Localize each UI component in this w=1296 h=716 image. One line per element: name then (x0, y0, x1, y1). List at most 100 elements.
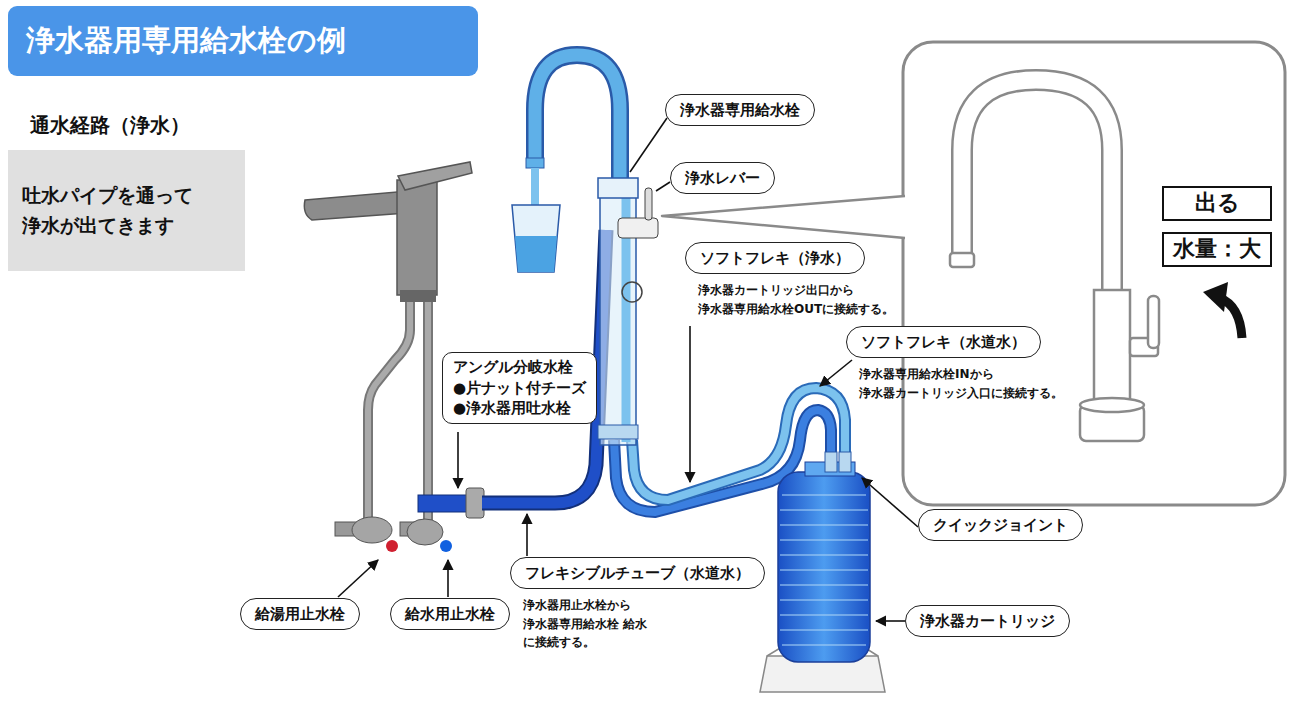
state-text: 水量：大 (1173, 236, 1261, 262)
callout-text: クイックジョイント (933, 515, 1068, 535)
callout-box: 浄水器専用給水栓 (665, 94, 815, 126)
mixer-faucet (368, 302, 410, 520)
note-text: 浄水器カートリッジ出口から 浄水器専用給水栓OUTに接続する。 (698, 281, 894, 318)
filter-cartridge (780, 569, 868, 571)
leader-line (820, 360, 852, 386)
filter-cartridge (780, 554, 868, 556)
filter-cartridge (780, 539, 868, 541)
group-item: ●片ナット付チーズ (453, 378, 586, 399)
callout-box: 浄水レバー (670, 162, 775, 194)
inset-faucet (1080, 398, 1144, 412)
inset-faucet (950, 253, 974, 267)
leader-line (338, 118, 918, 621)
group-heading: アングル分岐水栓 (453, 357, 586, 378)
leader-line (876, 620, 905, 622)
group-item: ●浄水器用吐水栓 (453, 398, 586, 419)
stop-valve (407, 519, 443, 545)
dedicated-faucet (526, 158, 544, 168)
dedicated-faucet (645, 188, 652, 220)
dedicated-faucet (535, 55, 620, 185)
leader-line (656, 182, 670, 191)
inset-faucet (1148, 296, 1159, 348)
callout-box: フレキシブルチューブ（水道水）浄水器用止水栓から 浄水器専用給水栓 給水 に接続… (510, 557, 765, 589)
filter-cartridge (825, 452, 837, 472)
callout-box: ソフトフレキ（浄水）浄水器カートリッジ出口から 浄水器専用給水栓OUTに接続する… (685, 242, 865, 274)
branch-tee (466, 488, 484, 518)
inset-frame (903, 42, 1285, 505)
panel-heading: 通水経路（浄水） (8, 112, 245, 138)
callout-box: 給湯用止水栓 (240, 598, 360, 630)
branch-tee (418, 488, 484, 518)
dedicated-faucet (622, 282, 642, 302)
filter-cartridge (780, 584, 868, 586)
inset-faucet (962, 80, 1112, 300)
callout-group: アングル分岐水栓●片ナット付チーズ●浄水器用吐水栓 (442, 352, 597, 424)
filter-cartridge (780, 509, 868, 511)
leader-line (447, 560, 449, 597)
callout-text: ソフトフレキ（水道水） (861, 332, 1026, 352)
filter-cartridge (780, 524, 868, 526)
callout-text: 浄水器カートリッジ (920, 611, 1055, 631)
glass (512, 205, 560, 272)
filter-cartridge (778, 472, 870, 662)
callout-text: 浄水器専用給水栓 (680, 100, 800, 120)
mixer-faucet (398, 162, 472, 190)
callout-text: 給水用止水栓 (405, 604, 495, 624)
dedicated-faucet (535, 55, 620, 185)
leader-line (457, 432, 459, 488)
note-text: 浄水器用止水栓から 浄水器専用給水栓 給水 に接続する。 (523, 596, 673, 652)
title-banner: 浄水器用専用給水栓の例 (8, 6, 478, 76)
mixer-faucet (368, 302, 410, 520)
inset-faucet (962, 80, 1112, 300)
callout-box: ソフトフレキ（水道水）浄水器専用給水栓INから 浄水器カートリッジ入口に接続する… (846, 326, 1041, 358)
callout-box: 給水用止水栓 (390, 598, 510, 630)
glass (512, 205, 560, 272)
callout-box: 浄水器カートリッジ (905, 605, 1070, 637)
dedicated-faucet (598, 425, 638, 439)
state-box: 水量：大 (1162, 232, 1272, 267)
dedicated-faucet (618, 218, 658, 238)
callout-text: フレキシブルチューブ（水道水） (525, 563, 750, 583)
inset-frame (662, 196, 905, 238)
leader-line (338, 560, 378, 597)
leader-line (526, 514, 528, 556)
callout-text: 浄水レバー (685, 168, 760, 188)
leader-line (630, 118, 667, 172)
state-text: 出る (1195, 190, 1240, 216)
filter-cartridge (782, 644, 866, 646)
state-box: 出る (1162, 186, 1272, 221)
callout-text: 給湯用止水栓 (255, 604, 345, 624)
stop-valve (335, 517, 452, 552)
dedicated-faucet (598, 178, 638, 198)
up-arrow (1203, 282, 1228, 312)
mixer-faucet (423, 302, 433, 520)
inset-frame (662, 196, 907, 238)
filter-cartridge (760, 452, 885, 692)
inset-faucet (1094, 290, 1130, 410)
stop-valve (386, 540, 398, 552)
mixer-faucet (397, 180, 437, 295)
note-text: 浄水器専用給水栓INから 浄水器カートリッジ入口に接続する。 (859, 365, 1063, 402)
filter-cartridge (780, 629, 868, 631)
callout-text: ソフトフレキ（浄水） (700, 248, 850, 268)
filter-cartridge (782, 494, 866, 496)
title-text: 浄水器用専用給水栓の例 (26, 21, 346, 61)
mixer-faucet (400, 290, 436, 302)
stop-valve (352, 517, 392, 543)
filter-cartridge (780, 599, 868, 601)
callout-box: クイックジョイント (918, 509, 1083, 541)
filter-cartridge (780, 614, 868, 616)
up-arrow (1203, 282, 1242, 338)
stop-valve (440, 540, 452, 552)
filter-cartridge (839, 452, 851, 472)
filter-cartridge (780, 495, 868, 645)
leader-line (689, 326, 691, 482)
glass (515, 236, 557, 272)
info-panel: 通水経路（浄水）吐水パイプを通って 浄水が出てきます (8, 112, 245, 271)
leader-line (862, 478, 918, 527)
inset-frame (662, 42, 1285, 505)
mixer-faucet (304, 162, 472, 520)
